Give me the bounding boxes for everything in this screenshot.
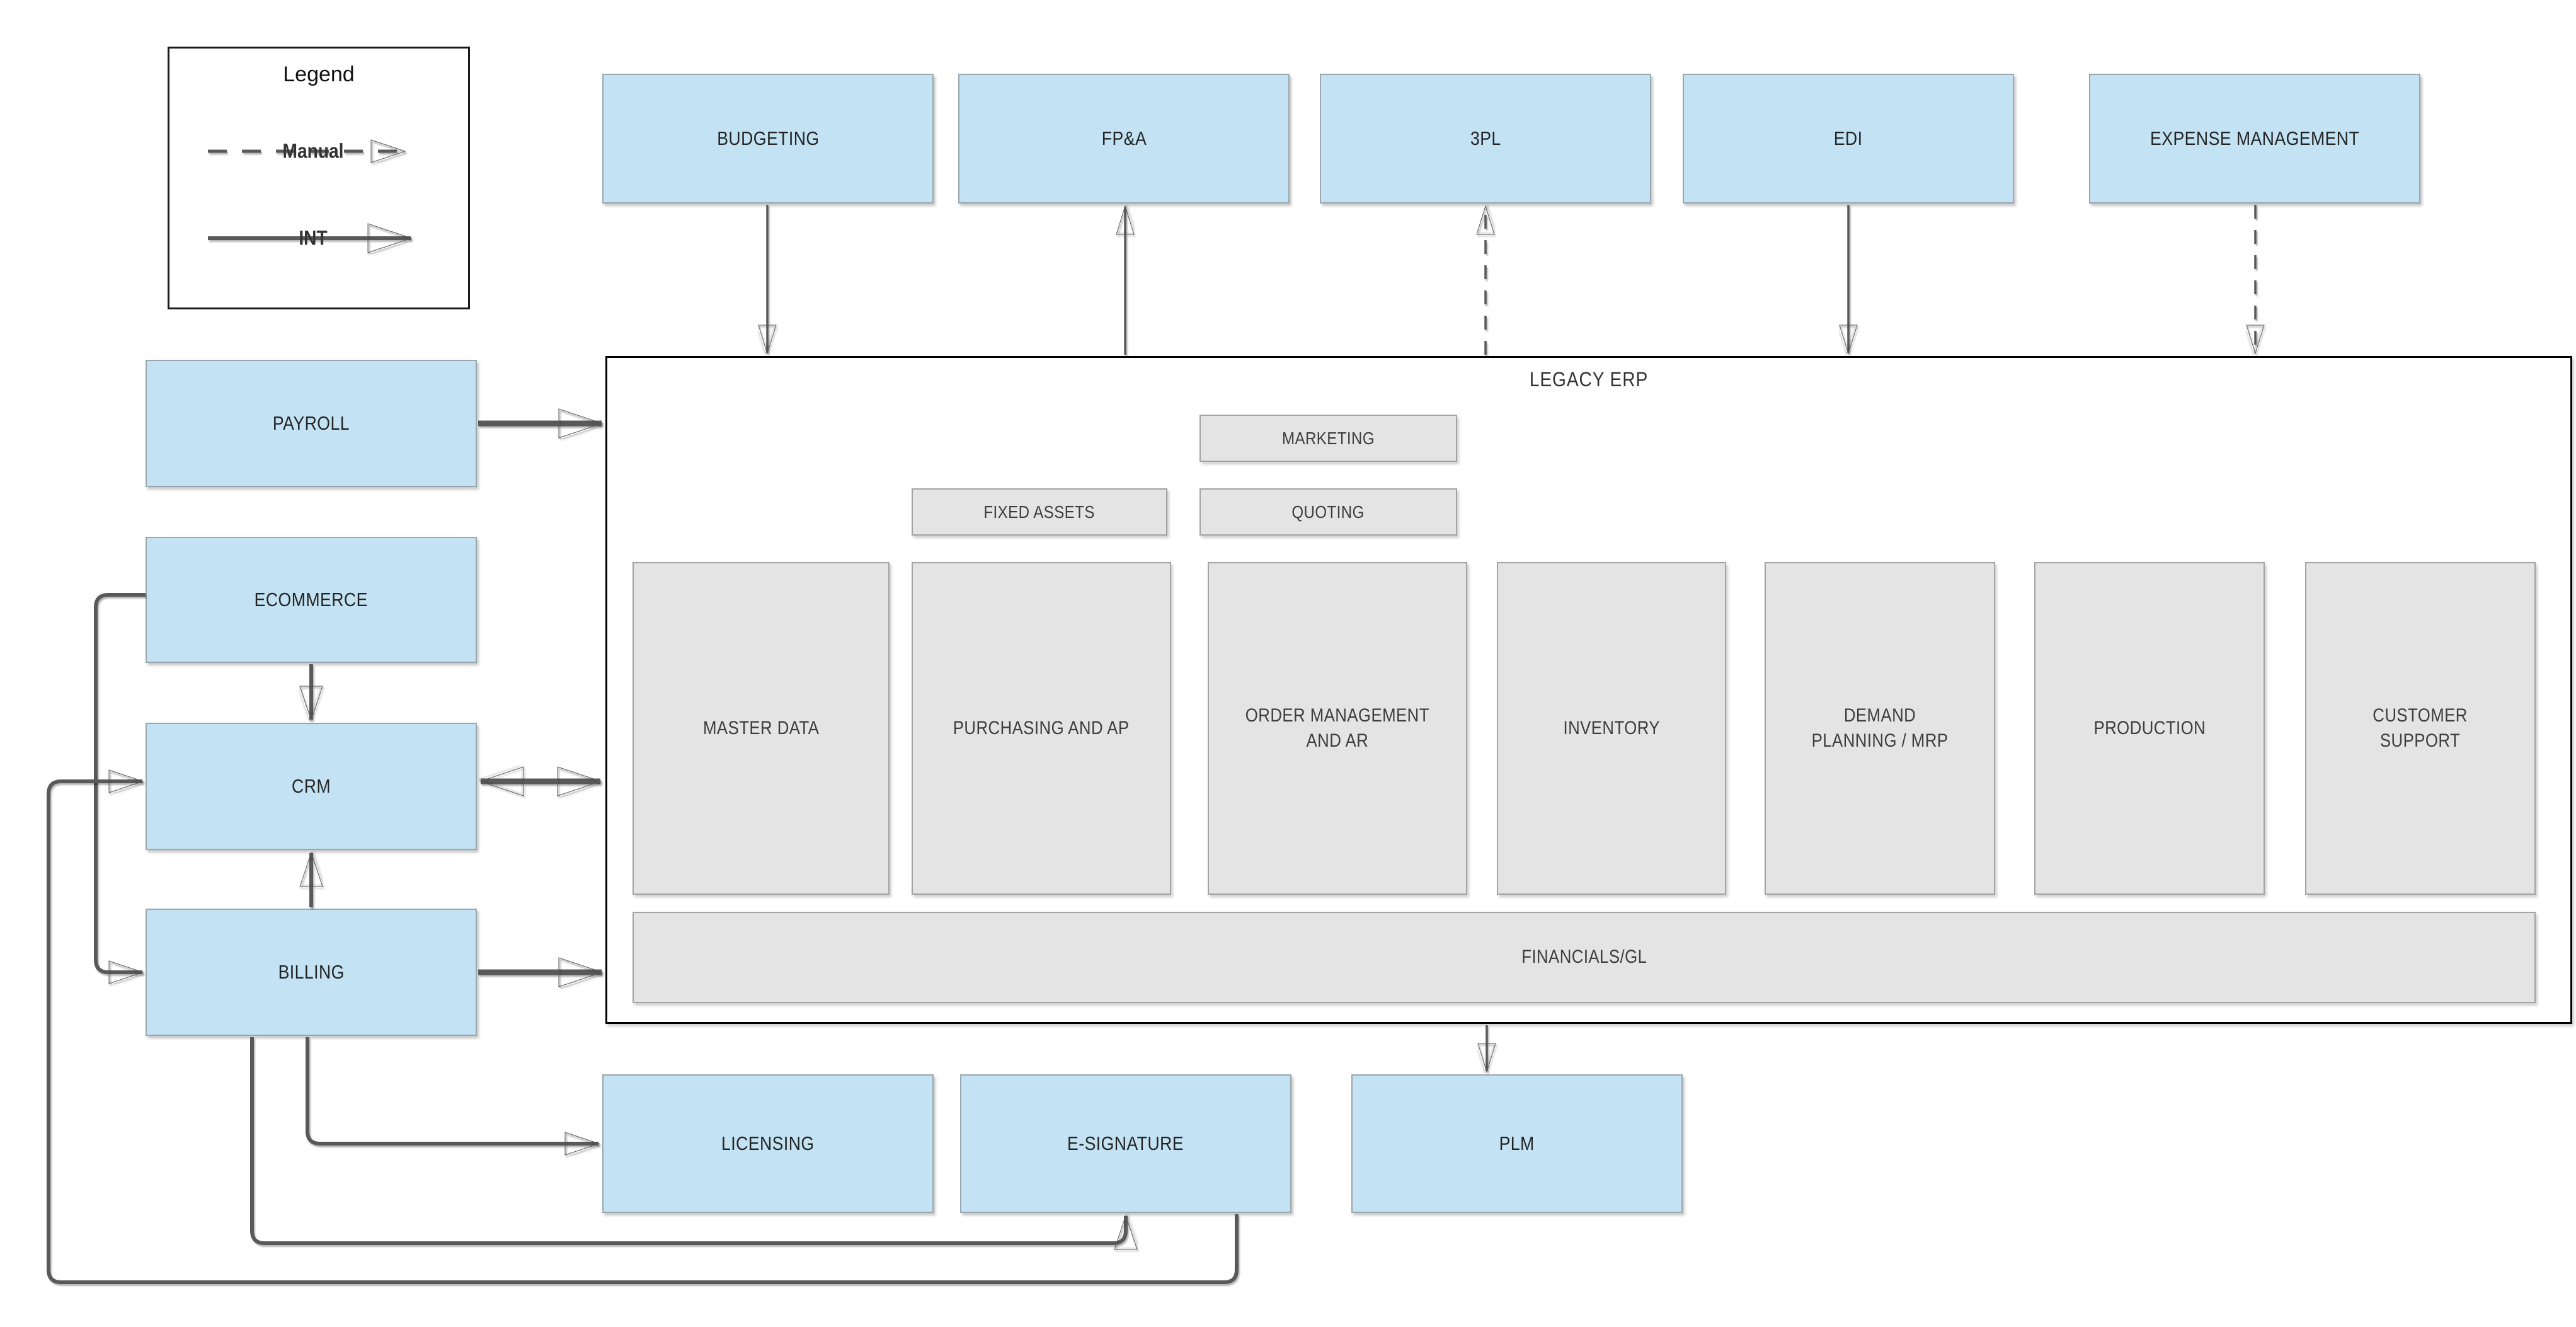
erp-footer-label-financials-gl: FINANCIALS/GL xyxy=(1521,946,1647,968)
system-box-fpa: FP&A xyxy=(958,74,1290,204)
system-label-licensing: LICENSING xyxy=(721,1132,815,1155)
erp-column-inventory: INVENTORY xyxy=(1497,562,1726,895)
erp-module-label-fixed-assets: FIXED ASSETS xyxy=(983,502,1096,522)
legend-manual-label: Manual xyxy=(282,139,344,163)
connector-billing-to-licensing xyxy=(306,1037,600,1156)
erp-module-label-marketing: MARKETING xyxy=(1281,428,1375,448)
erp-column-demand-planning-mrp: DEMAND PLANNING / MRP xyxy=(1765,562,1995,895)
system-box-edi: EDI xyxy=(1683,74,2014,204)
system-box-ecommerce: ECOMMERCE xyxy=(146,537,477,663)
erp-column-label-demand-planning-mrp: DEMAND PLANNING / MRP xyxy=(1811,704,1949,752)
system-box-expense-management: EXPENSE MANAGEMENT xyxy=(2089,74,2420,204)
erp-column-label-inventory: INVENTORY xyxy=(1563,717,1660,738)
system-label-ecommerce: ECOMMERCE xyxy=(254,589,369,611)
legend: Legend xyxy=(168,47,470,309)
system-label-plm: PLM xyxy=(1499,1132,1535,1155)
erp-module-label-quoting: QUOTING xyxy=(1291,502,1365,522)
legacy-erp-title-text: LEGACY ERP xyxy=(1529,368,1649,391)
erp-column-label-order-management-ar: ORDER MANAGEMENT AND AR xyxy=(1245,704,1430,752)
system-label-3pl: 3PL xyxy=(1470,127,1501,150)
erp-module-quoting: QUOTING xyxy=(1199,488,1457,536)
system-box-licensing: LICENSING xyxy=(602,1074,934,1213)
legacy-erp-title: LEGACY ERP xyxy=(607,368,2570,391)
legend-title: Legend xyxy=(283,62,355,86)
system-label-fpa: FP&A xyxy=(1101,127,1147,150)
system-box-billing: BILLING xyxy=(146,909,477,1036)
system-label-payroll: PAYROLL xyxy=(272,412,350,435)
system-box-payroll: PAYROLL xyxy=(146,360,477,487)
system-box-budgeting: BUDGETING xyxy=(602,74,934,204)
legend-int-label: INT xyxy=(299,226,328,250)
system-box-esignature: E-SIGNATURE xyxy=(960,1074,1291,1213)
erp-column-label-master-data: MASTER DATA xyxy=(702,717,820,738)
system-label-crm: CRM xyxy=(291,775,331,798)
system-label-expense-management: EXPENSE MANAGEMENT xyxy=(2150,127,2360,150)
system-label-budgeting: BUDGETING xyxy=(716,127,820,150)
system-label-esignature: E-SIGNATURE xyxy=(1067,1132,1184,1155)
erp-column-purchasing-ap: PURCHASING AND AP xyxy=(912,562,1171,895)
erp-module-marketing: MARKETING xyxy=(1199,415,1457,462)
system-box-crm: CRM xyxy=(146,723,477,850)
erp-column-order-management-ar: ORDER MANAGEMENT AND AR xyxy=(1208,562,1467,895)
erp-column-production: PRODUCTION xyxy=(2034,562,2265,895)
erp-column-master-data: MASTER DATA xyxy=(633,562,890,895)
system-box-plm: PLM xyxy=(1351,1074,1683,1213)
erp-module-fixed-assets: FIXED ASSETS xyxy=(912,488,1167,536)
system-label-billing: BILLING xyxy=(278,961,345,984)
system-label-edi: EDI xyxy=(1834,127,1863,150)
erp-column-label-customer-support: CUSTOMER SUPPORT xyxy=(2373,704,2468,752)
erp-column-customer-support: CUSTOMER SUPPORT xyxy=(2305,562,2536,895)
system-box-3pl: 3PL xyxy=(1320,74,1651,204)
connector-ecommerce-to-billing xyxy=(94,593,146,984)
erp-column-label-production: PRODUCTION xyxy=(2093,717,2206,738)
erp-column-label-purchasing-ap: PURCHASING AND AP xyxy=(953,717,1130,738)
erp-footer-financials-gl: FINANCIALS/GL xyxy=(633,912,2536,1003)
